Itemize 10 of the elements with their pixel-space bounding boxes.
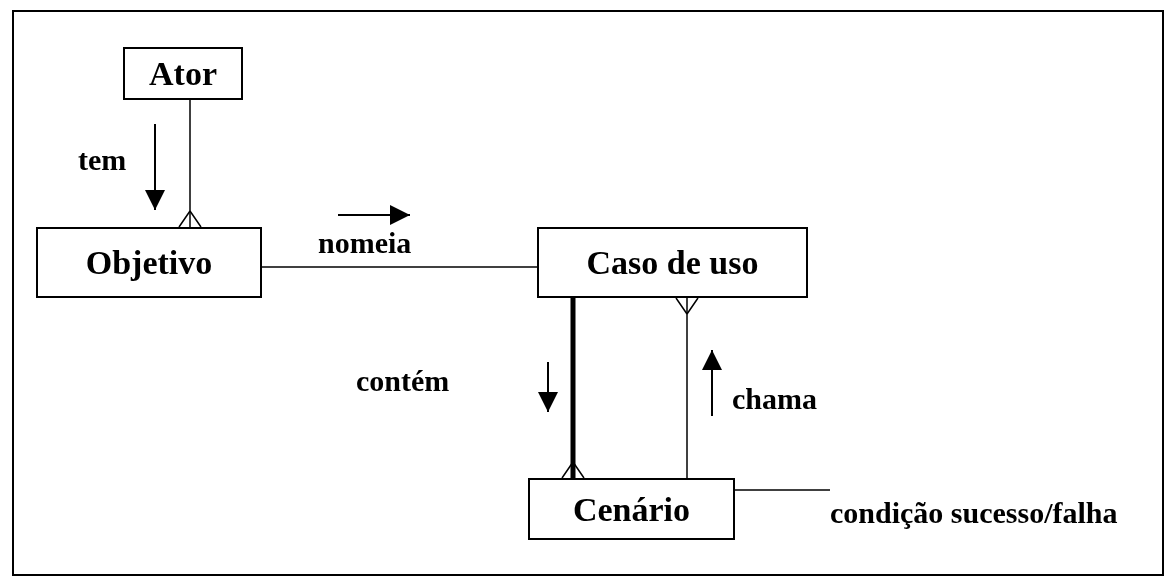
connector-line <box>734 489 831 491</box>
entity-box: Objetivo <box>36 227 262 298</box>
connector-line <box>561 298 585 479</box>
entity-box: Caso de uso <box>537 227 808 298</box>
entity-box: Ator <box>123 47 243 100</box>
entity-box: Cenário <box>528 478 735 540</box>
connector-line <box>675 297 699 479</box>
connector-line <box>178 99 202 228</box>
connector-line <box>261 266 538 268</box>
note-text: condição sucesso/falha <box>830 472 1140 552</box>
